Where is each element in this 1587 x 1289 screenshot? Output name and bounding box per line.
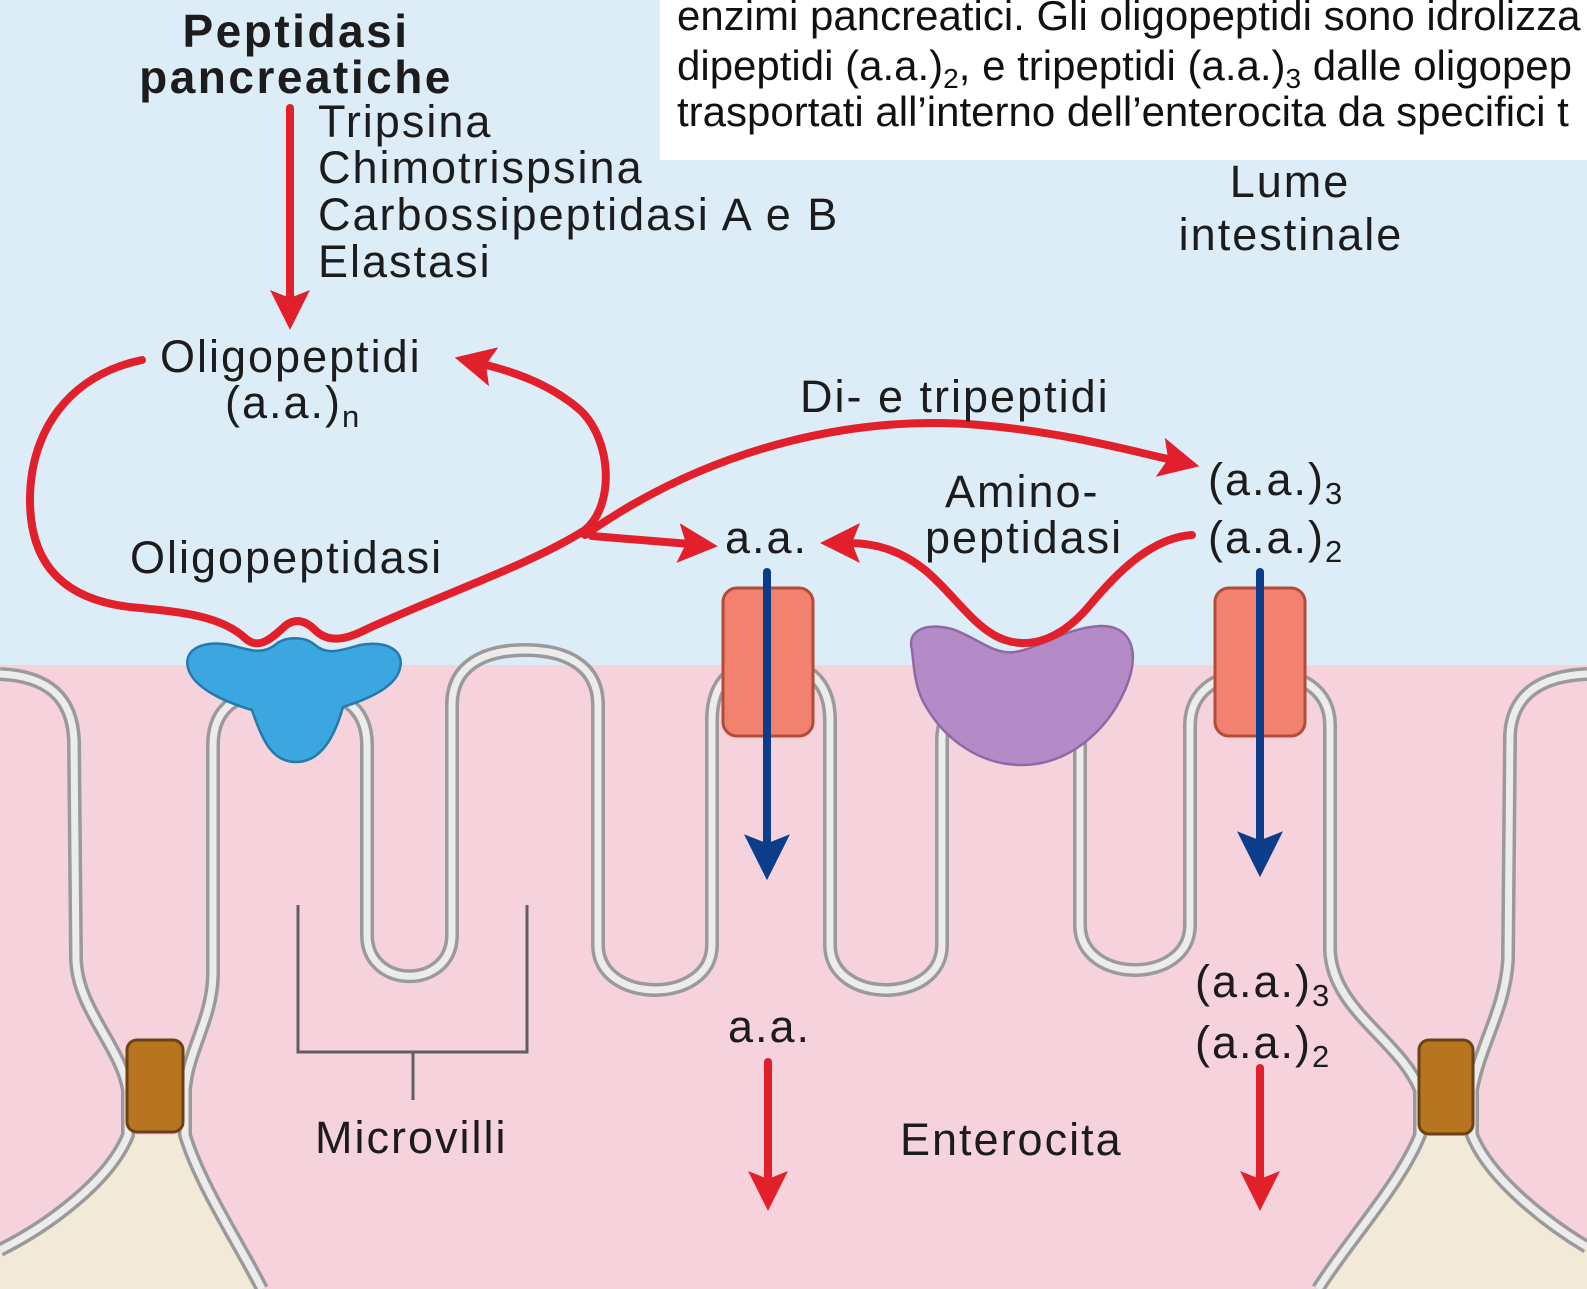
cell-dipeptide-subscript: 2 [1312, 1039, 1329, 1074]
pancreatic-peptidases-title-line-1: Peptidasi [182, 5, 409, 57]
caption-box: enzimi pancreatici. Gli oligopeptidi son… [660, 0, 1587, 160]
tight-junction-left [127, 1040, 183, 1132]
oligopeptidase-label: Oligopeptidasi [130, 532, 443, 583]
di-tripeptides-label: Di- e tripeptidi [800, 371, 1110, 422]
lumen-tripeptide-formula: (a.a.) [1208, 454, 1325, 505]
oligopeptides-formula-base: (a.a.) [225, 377, 342, 428]
cell-amino-acid-label: a.a. [728, 1001, 811, 1052]
oligopeptides-formula-subscript: n [342, 399, 359, 434]
cell-dipeptide-formula: (a.a.) [1195, 1017, 1312, 1068]
lumen-dipeptide-formula: (a.a.) [1208, 512, 1325, 563]
lumen-tripeptide-subscript: 3 [1325, 476, 1342, 511]
cell-tripeptide-formula: (a.a.) [1195, 956, 1312, 1007]
cell-dipeptide-label: (a.a.)2 [1195, 1017, 1329, 1074]
cell-tripeptide-label: (a.a.)3 [1195, 956, 1329, 1013]
enzyme-label-chymotrypsin: Chimotrispsina [318, 142, 644, 193]
caption-line-2-part-2: , e tripeptidi (a.a.) [959, 42, 1286, 89]
lumen-dipeptide-subscript: 2 [1325, 534, 1342, 569]
caption-line-1: enzimi pancreatici. Gli oligopeptidi son… [677, 0, 1581, 39]
enterocyte-cytoplasm-background [0, 665, 1587, 1289]
enzyme-label-elastase: Elastasi [318, 236, 492, 287]
cell-tripeptide-subscript: 3 [1312, 978, 1329, 1013]
lumen-label-line-1: Lume [1230, 156, 1351, 207]
oligopeptides-formula: (a.a.)n [225, 377, 359, 434]
lumen-label-line-2: intestinale [1179, 209, 1404, 260]
enterocyte-label: Enterocita [900, 1114, 1123, 1165]
caption-line-2: dipeptidi (a.a.)2, e tripeptidi (a.a.)3 … [677, 42, 1572, 94]
caption-line-2-part-3: dalle oligopep [1301, 42, 1572, 89]
microvilli-label: Microvilli [315, 1112, 508, 1163]
lumen-dipeptide-label: (a.a.)2 [1208, 512, 1342, 569]
aminopeptidase-label-line-1: Amino- [945, 466, 1100, 517]
tight-junction-right [1419, 1040, 1473, 1134]
caption-line-3: trasportati all’interno dell’enterocita … [677, 88, 1569, 135]
aminopeptidase-label-line-2: peptidasi [925, 512, 1123, 563]
caption-line-2-part-1: dipeptidi (a.a.) [677, 42, 943, 89]
enzyme-label-trypsin: Tripsina [318, 96, 492, 147]
lumen-amino-acid-label: a.a. [725, 512, 808, 563]
enzyme-label-carboxypeptidase: Carbossipeptidasi A e B [318, 189, 839, 240]
oligopeptides-label: Oligopeptidi [160, 331, 422, 382]
lumen-tripeptide-label: (a.a.)3 [1208, 454, 1342, 511]
